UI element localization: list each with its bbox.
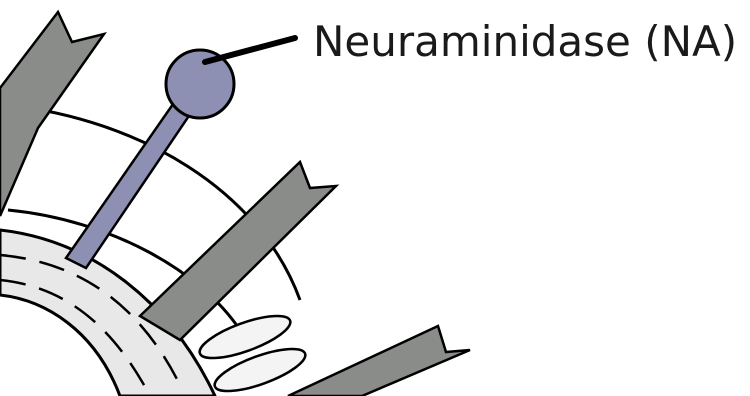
membrane-proteins bbox=[195, 307, 310, 396]
neuraminidase-head bbox=[166, 50, 234, 118]
hemagglutinin-spike-3 bbox=[288, 326, 470, 396]
neuraminidase-label: Neuraminidase (NA) bbox=[313, 17, 737, 66]
hemagglutinin-spike-1 bbox=[0, 12, 104, 216]
neuraminidase-protein bbox=[66, 50, 234, 268]
label-leader-line bbox=[205, 38, 295, 62]
hemagglutinin-spike-2 bbox=[140, 162, 336, 340]
